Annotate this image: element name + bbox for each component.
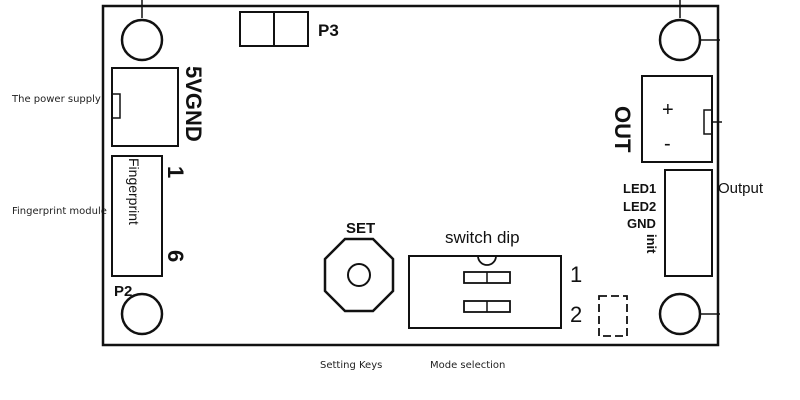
mode-selection-label: Mode selection [430, 360, 506, 371]
out-label: OUT [610, 106, 635, 153]
fingerprint-connector-label: Fingerprint [126, 158, 142, 225]
pin-1-label: 1 [163, 166, 188, 178]
dip-switch [408, 255, 562, 329]
dip-2-label: 2 [570, 302, 582, 327]
led1-label: LED1 [623, 181, 656, 196]
plus-label: + [662, 99, 674, 121]
p2-label: P2 [114, 283, 132, 300]
pin-6-label: 6 [163, 250, 188, 262]
setting-keys-label: Setting Keys [320, 360, 383, 371]
led2-label: LED2 [623, 199, 656, 214]
p3-label: P3 [318, 21, 339, 40]
power-connector [111, 67, 179, 147]
minus-label: - [664, 133, 671, 155]
dip-1-label: 1 [570, 262, 582, 287]
power-supply-label: The power supply [12, 94, 101, 105]
mounting-hole-top-right [658, 18, 702, 62]
init-label: init [644, 234, 659, 254]
board-outline [101, 4, 720, 347]
led-footprint [598, 295, 628, 337]
mounting-hole-bottom-left [120, 292, 164, 336]
out-connector [641, 75, 722, 163]
output-label: Output [718, 180, 764, 197]
set-label: SET [346, 220, 375, 237]
fingerprint-module-label: Fingerprint module [12, 206, 107, 217]
p3-header [239, 11, 309, 47]
gnd-label: GND [627, 216, 656, 231]
switch-dip-label: switch dip [445, 228, 520, 247]
led-connector [664, 169, 713, 277]
power-pin-label: 5VGND [181, 66, 206, 142]
mounting-hole-top-left [120, 18, 164, 62]
mounting-hole-bottom-right [658, 292, 702, 336]
fingerprint-connector [111, 155, 163, 277]
set-button [323, 237, 395, 313]
